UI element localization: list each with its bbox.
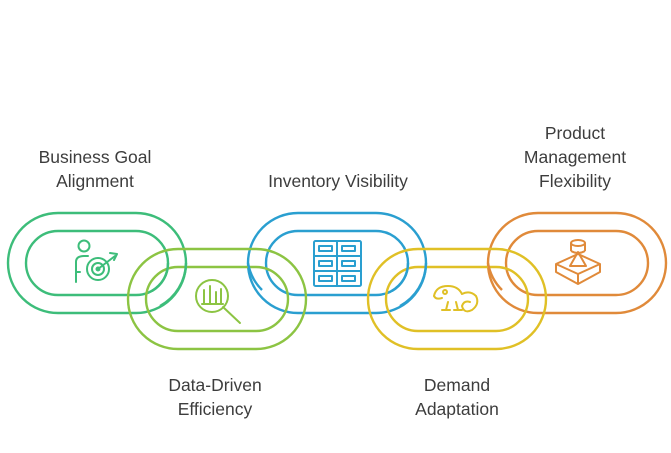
chain-link-demand-adaptation [366,247,548,351]
label-line: Demand [423,375,491,395]
chart-magnifier-icon [195,279,241,324]
chain-link-data-driven-efficiency [126,247,308,351]
label-line: Flexibility [539,171,611,191]
shapes-on-block-icon [555,239,601,285]
label-data-driven-efficiency: Data-Driven Efficiency [140,373,290,421]
label-line: Adaptation [415,399,499,419]
chameleon-icon [433,285,479,313]
label-business-goal-alignment: Business Goal Alignment [20,145,170,193]
label-inventory-visibility: Inventory Visibility [240,169,436,193]
label-line: Inventory Visibility [268,171,408,191]
chain-overlaps [151,262,503,308]
drawer-cabinet-icon [313,240,362,287]
label-line: Efficiency [177,399,253,419]
chain-link-product-management-flexibility [486,211,668,315]
label-line: Alignment [56,171,134,191]
label-line: Data-Driven [168,375,262,395]
label-product-management-flexibility: Product Management Flexibility [500,121,650,193]
person-target-icon [75,239,118,283]
label-line: Management [523,147,627,167]
label-line: Business Goal [38,147,152,167]
label-line: Product [544,123,606,143]
label-demand-adaptation: Demand Adaptation [382,373,532,421]
